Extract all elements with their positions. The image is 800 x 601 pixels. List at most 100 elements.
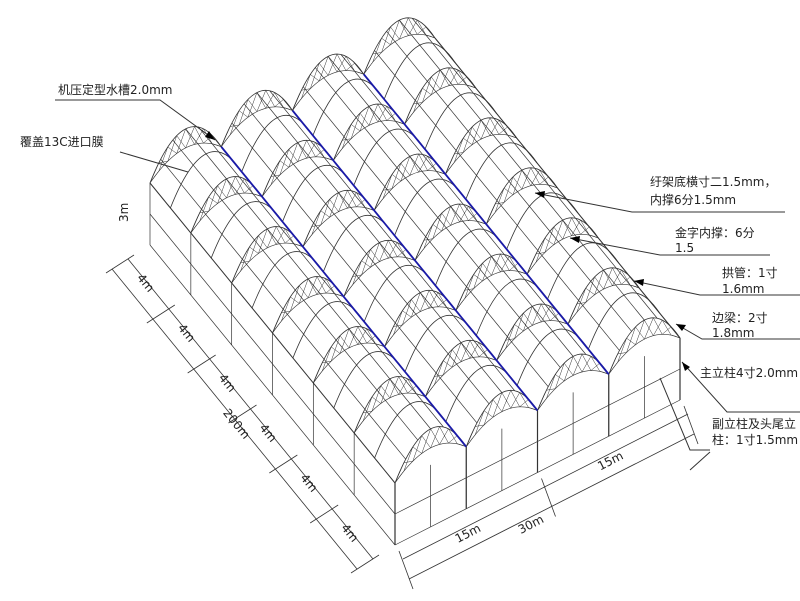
ground-line-side [149, 244, 396, 546]
truss-brace [235, 176, 245, 194]
truss-brace [498, 119, 508, 136]
truss-brace [313, 362, 323, 384]
truss-brace [603, 267, 613, 290]
truss-brace [544, 237, 554, 245]
truss-chord [384, 306, 456, 347]
truss-brace [422, 87, 432, 95]
truss-brace [283, 99, 293, 111]
truss-brace [400, 156, 411, 182]
truss-brace [653, 317, 663, 335]
truss-brace [279, 160, 289, 168]
truss-brace [475, 424, 485, 427]
truss-brace [414, 240, 425, 261]
truss-brace [413, 88, 423, 113]
truss-brace [505, 324, 515, 349]
truss-brace [486, 212, 496, 225]
arch-pipe [526, 217, 599, 275]
truss-chord [333, 120, 405, 161]
truss-brace [350, 124, 361, 132]
truss-brace [468, 206, 478, 222]
truss-brace [238, 99, 249, 126]
truss-brace [507, 126, 517, 139]
truss-brace [437, 299, 448, 308]
truss-brace [194, 128, 204, 145]
truss-brace [353, 412, 364, 434]
dimension-tick [683, 405, 699, 445]
truss-brace [265, 92, 275, 109]
truss-brace [386, 106, 396, 122]
truss-brace [371, 385, 382, 412]
truss-brace [404, 112, 414, 125]
arrow-icon [676, 324, 686, 331]
truss-brace [439, 67, 450, 90]
truss-brace [403, 460, 413, 463]
truss-brace [311, 224, 321, 227]
truss-brace [393, 324, 403, 327]
truss-brace [176, 128, 186, 154]
truss-brace [384, 334, 394, 347]
bay-dimension-label: 4m [134, 271, 157, 295]
truss-brace [230, 124, 240, 127]
truss-brace [439, 426, 449, 444]
bay-dimension-label: 4m [297, 471, 320, 495]
callout-edge-line1: 边梁：2寸 [712, 310, 768, 325]
dimension-tick [398, 550, 414, 590]
truss-brace [297, 140, 307, 162]
truss-brace [372, 52, 382, 55]
truss-brace [505, 338, 515, 341]
truss-brace [361, 260, 371, 268]
truss-brace [546, 388, 556, 391]
truss-brace [339, 328, 350, 354]
truss-brace [292, 90, 302, 111]
leader-line [534, 192, 785, 213]
arrow-icon [634, 279, 644, 286]
truss-brace [460, 340, 471, 362]
truss-brace [454, 138, 464, 163]
truss-chord [353, 392, 426, 434]
truss-brace [563, 356, 574, 382]
truss-brace [404, 103, 414, 125]
truss-brace [238, 110, 249, 118]
truss-brace [167, 135, 177, 162]
truss-brace [411, 292, 421, 318]
truss-brace [519, 392, 529, 408]
arch-pipe [292, 53, 365, 111]
truss-brace [482, 256, 492, 282]
truss-brace [306, 142, 316, 159]
bay-dimension-label: 4m [257, 421, 280, 445]
truss-chord [231, 242, 304, 284]
truss-brace [498, 126, 508, 135]
truss-brace [445, 153, 455, 175]
callout-film-text: 覆盖13C进口膜 [20, 135, 104, 149]
truss-brace [466, 76, 477, 89]
truss-brace [530, 169, 540, 186]
truss-brace [354, 71, 364, 75]
truss-chord [455, 270, 528, 311]
truss-brace [274, 92, 284, 108]
truss-brace [217, 178, 227, 204]
truss-brace [283, 107, 293, 111]
truss-brace [301, 88, 311, 91]
truss-brace [352, 274, 362, 277]
truss-brace [500, 256, 510, 273]
truss-brace [509, 262, 519, 271]
truss-brace [320, 210, 330, 218]
truss-brace [247, 92, 258, 118]
truss-brace [580, 226, 590, 235]
truss-brace [240, 260, 250, 263]
truss-brace [330, 346, 341, 354]
truss-brace [396, 242, 407, 258]
truss-brace [343, 276, 353, 297]
arch-pipe [445, 117, 518, 175]
truss-chord [404, 84, 476, 125]
truss-brace [302, 226, 313, 247]
truss-brace [315, 149, 325, 158]
truss-brace [356, 192, 366, 208]
truss-brace [427, 156, 437, 172]
truss-brace [483, 399, 494, 426]
truss-brace [448, 69, 459, 86]
truss-brace [350, 113, 361, 139]
truss-brace [540, 303, 551, 321]
dimension-tick [187, 354, 216, 374]
callout-sub-line1: 副立柱及头尾立 [712, 416, 796, 431]
